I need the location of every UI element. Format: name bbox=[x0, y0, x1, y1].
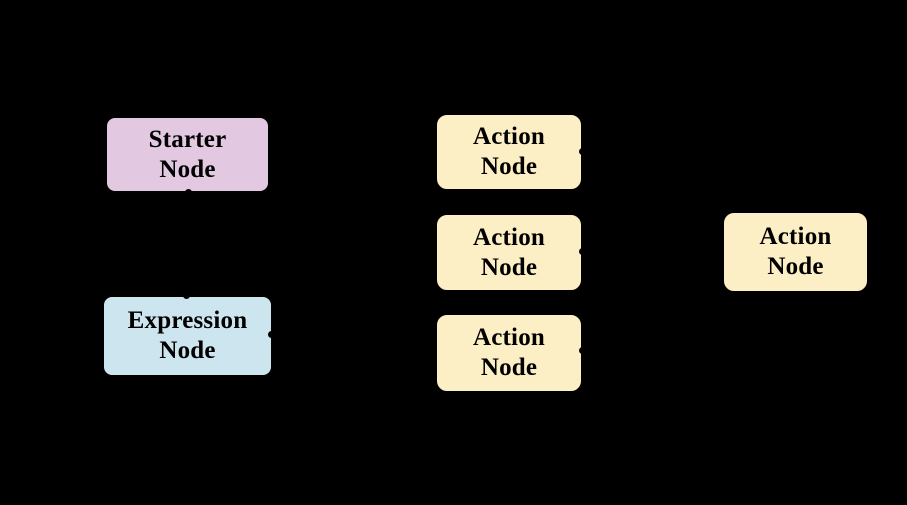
action-node-3-label: Action Node bbox=[472, 324, 546, 381]
action-node-2-label: Action Node bbox=[472, 223, 546, 281]
action-node-3: Action Node bbox=[435, 313, 583, 393]
connector-arrowhead-dot bbox=[183, 292, 190, 299]
connector-arrowhead-dot bbox=[268, 331, 275, 338]
connector-arrowhead-dot bbox=[579, 148, 586, 155]
connector-arrowhead-dot bbox=[185, 189, 192, 196]
starter-node-label: Starter Node bbox=[148, 125, 227, 183]
action-node-1-label: Action Node bbox=[472, 123, 546, 180]
connector-arrowhead-dot bbox=[579, 347, 586, 354]
expression-node-label: Expression Node bbox=[127, 307, 248, 364]
action-node-4-label: Action Node bbox=[759, 223, 832, 280]
action-node-1: Action Node bbox=[435, 113, 583, 191]
action-node-2: Action Node bbox=[435, 213, 583, 292]
starter-node: Starter Node bbox=[105, 116, 270, 193]
connector-arrowhead-dot bbox=[579, 248, 586, 255]
action-node-4: Action Node bbox=[722, 211, 869, 293]
expression-node: Expression Node bbox=[102, 295, 273, 377]
